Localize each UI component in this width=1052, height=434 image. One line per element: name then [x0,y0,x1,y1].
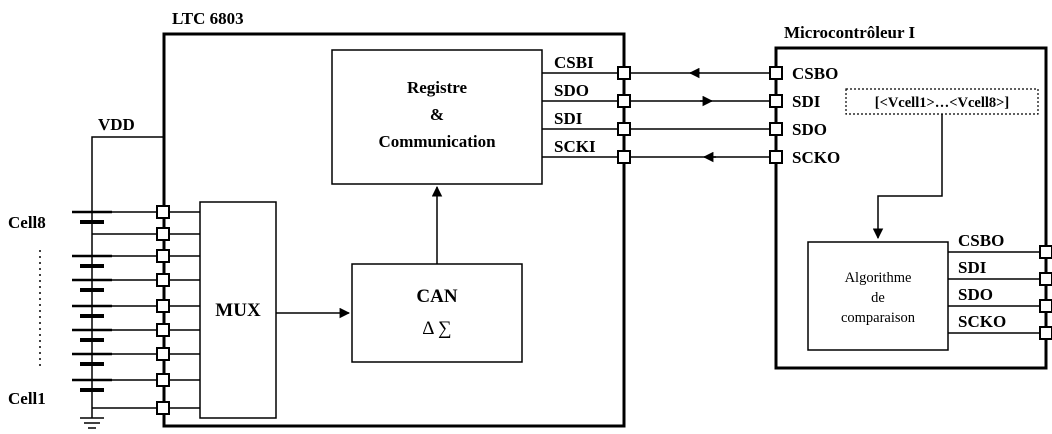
mux-label: MUX [215,300,261,321]
ltc-port-csbi-label: CSBI [554,53,594,72]
algo-ports: CSBO SDI SDO SCKO [948,231,1046,334]
micro-right-terminals [1039,245,1052,340]
algo-port-csbo-label: CSBO [958,231,1004,250]
micro-port-csbo-label: CSBO [792,64,838,83]
ltc-port-sdi-label: SDI [554,109,583,128]
micro-title: Microcontrôleur I [784,23,915,42]
register-label-line3: Communication [378,132,496,151]
register-label-line1: Registre [407,78,468,97]
can-label-line1: CAN [416,286,457,307]
ltc-right-terminals [617,66,631,164]
cell8-label: Cell8 [8,213,46,232]
ltc-port-scki-label: SCKI [554,137,596,156]
microcontroller-box [774,46,1048,370]
micro-ports: CSBO SDI SDO SCKO [792,64,840,167]
algo-label-line3: comparaison [841,310,916,326]
micro-port-scko-label: SCKO [792,148,840,167]
algo-port-sdi-label: SDI [958,258,987,277]
can-block: CAN Δ ∑ [351,263,523,363]
spi-bus [624,67,776,163]
can-label-line2: Δ ∑ [422,318,451,339]
frame-to-algorithm-arrow [872,114,943,240]
algo-port-scko-label: SCKO [958,312,1006,331]
battery-stack [72,210,164,418]
data-frame-text: [<Vcell1>…<Vcell8>] [875,95,1010,111]
mux-block: MUX [199,201,277,419]
ltc-ports: CSBI SDO SDI SCKI [542,53,624,158]
micro-port-sdi-label: SDI [792,92,821,111]
register-label-line2: & [430,105,444,124]
data-frame: [<Vcell1>…<Vcell8>] [845,88,1039,115]
cell1-label: Cell1 [8,389,46,408]
ltc-port-sdo-label: SDO [554,81,589,100]
register-block: Registre & Communication [331,49,543,185]
micro-left-terminals [769,66,783,164]
ground-icon [80,417,104,429]
vdd-label: VDD [98,115,135,134]
ltc-left-terminals [156,205,170,415]
algo-port-sdo-label: SDO [958,285,993,304]
algo-label-line2: de [871,290,885,306]
micro-port-sdo-label: SDO [792,120,827,139]
algorithm-block: Algorithme de comparaison [807,241,949,351]
vdd-line [91,136,164,212]
algo-label-line1: Algorithme [845,270,912,286]
ltc-title: LTC 6803 [172,9,244,28]
